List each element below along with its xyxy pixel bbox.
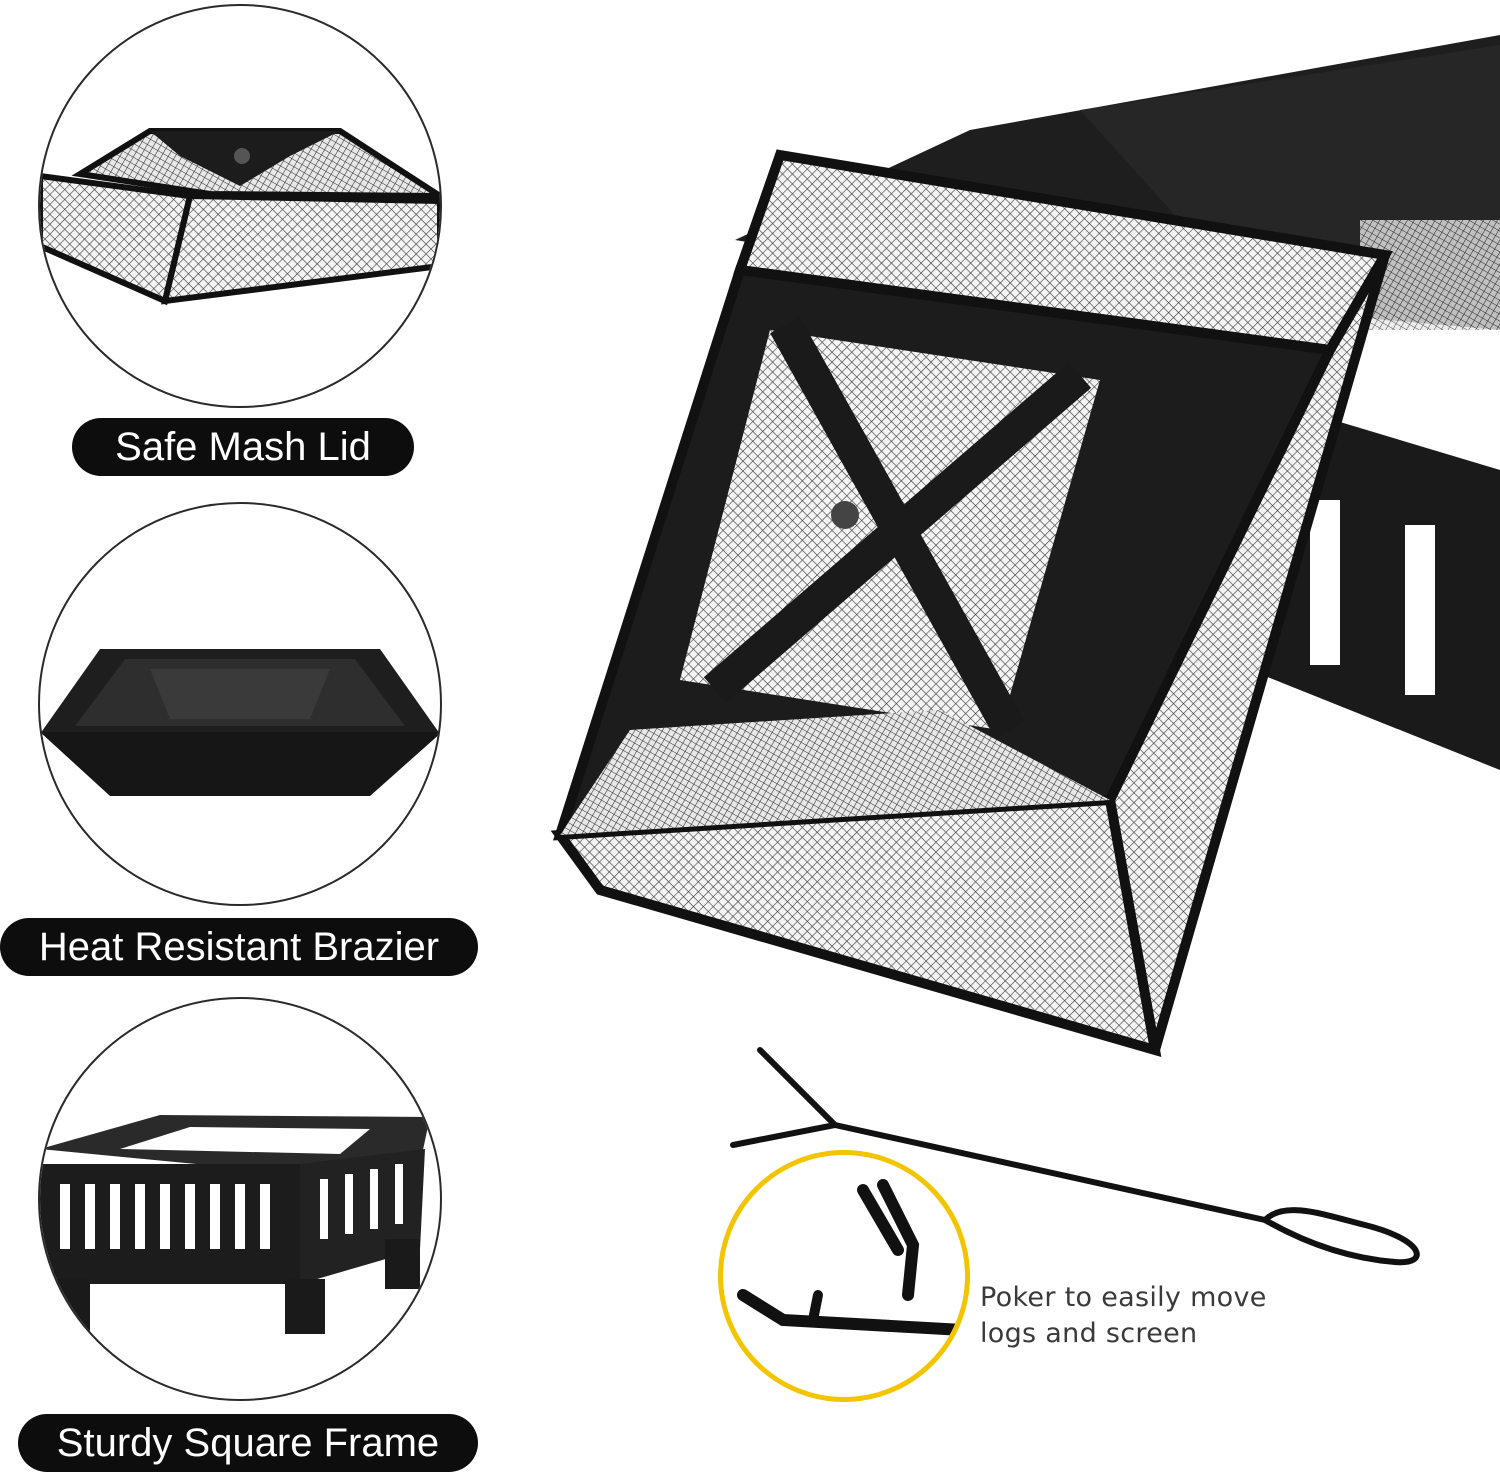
brazier-photo-circle [38,502,442,906]
feature-label-brazier: Heat Resistant Brazier [0,918,478,976]
poker-caption-line-2: logs and screen [980,1318,1198,1349]
poker-closeup-circle [718,1150,970,1402]
poker-caption-line-1: Poker to easily move [980,1282,1267,1313]
feature-label-frame: Sturdy Square Frame [18,1414,478,1472]
brazier-bowl-icon [40,649,440,796]
lid-photo-circle [38,4,442,408]
poker-tool-illustration [730,1047,1420,1266]
square-frame-icon [40,1115,430,1334]
poker-caption: Poker to easily move logs and screen [980,1280,1300,1352]
mesh-lid-icon [40,128,440,306]
poker-hook-closeup-icon [737,1179,965,1336]
feature-label-lid: Safe Mash Lid [72,418,414,476]
fire-pit-with-lid-illustration [550,35,1500,1058]
frame-photo-circle [38,997,442,1401]
